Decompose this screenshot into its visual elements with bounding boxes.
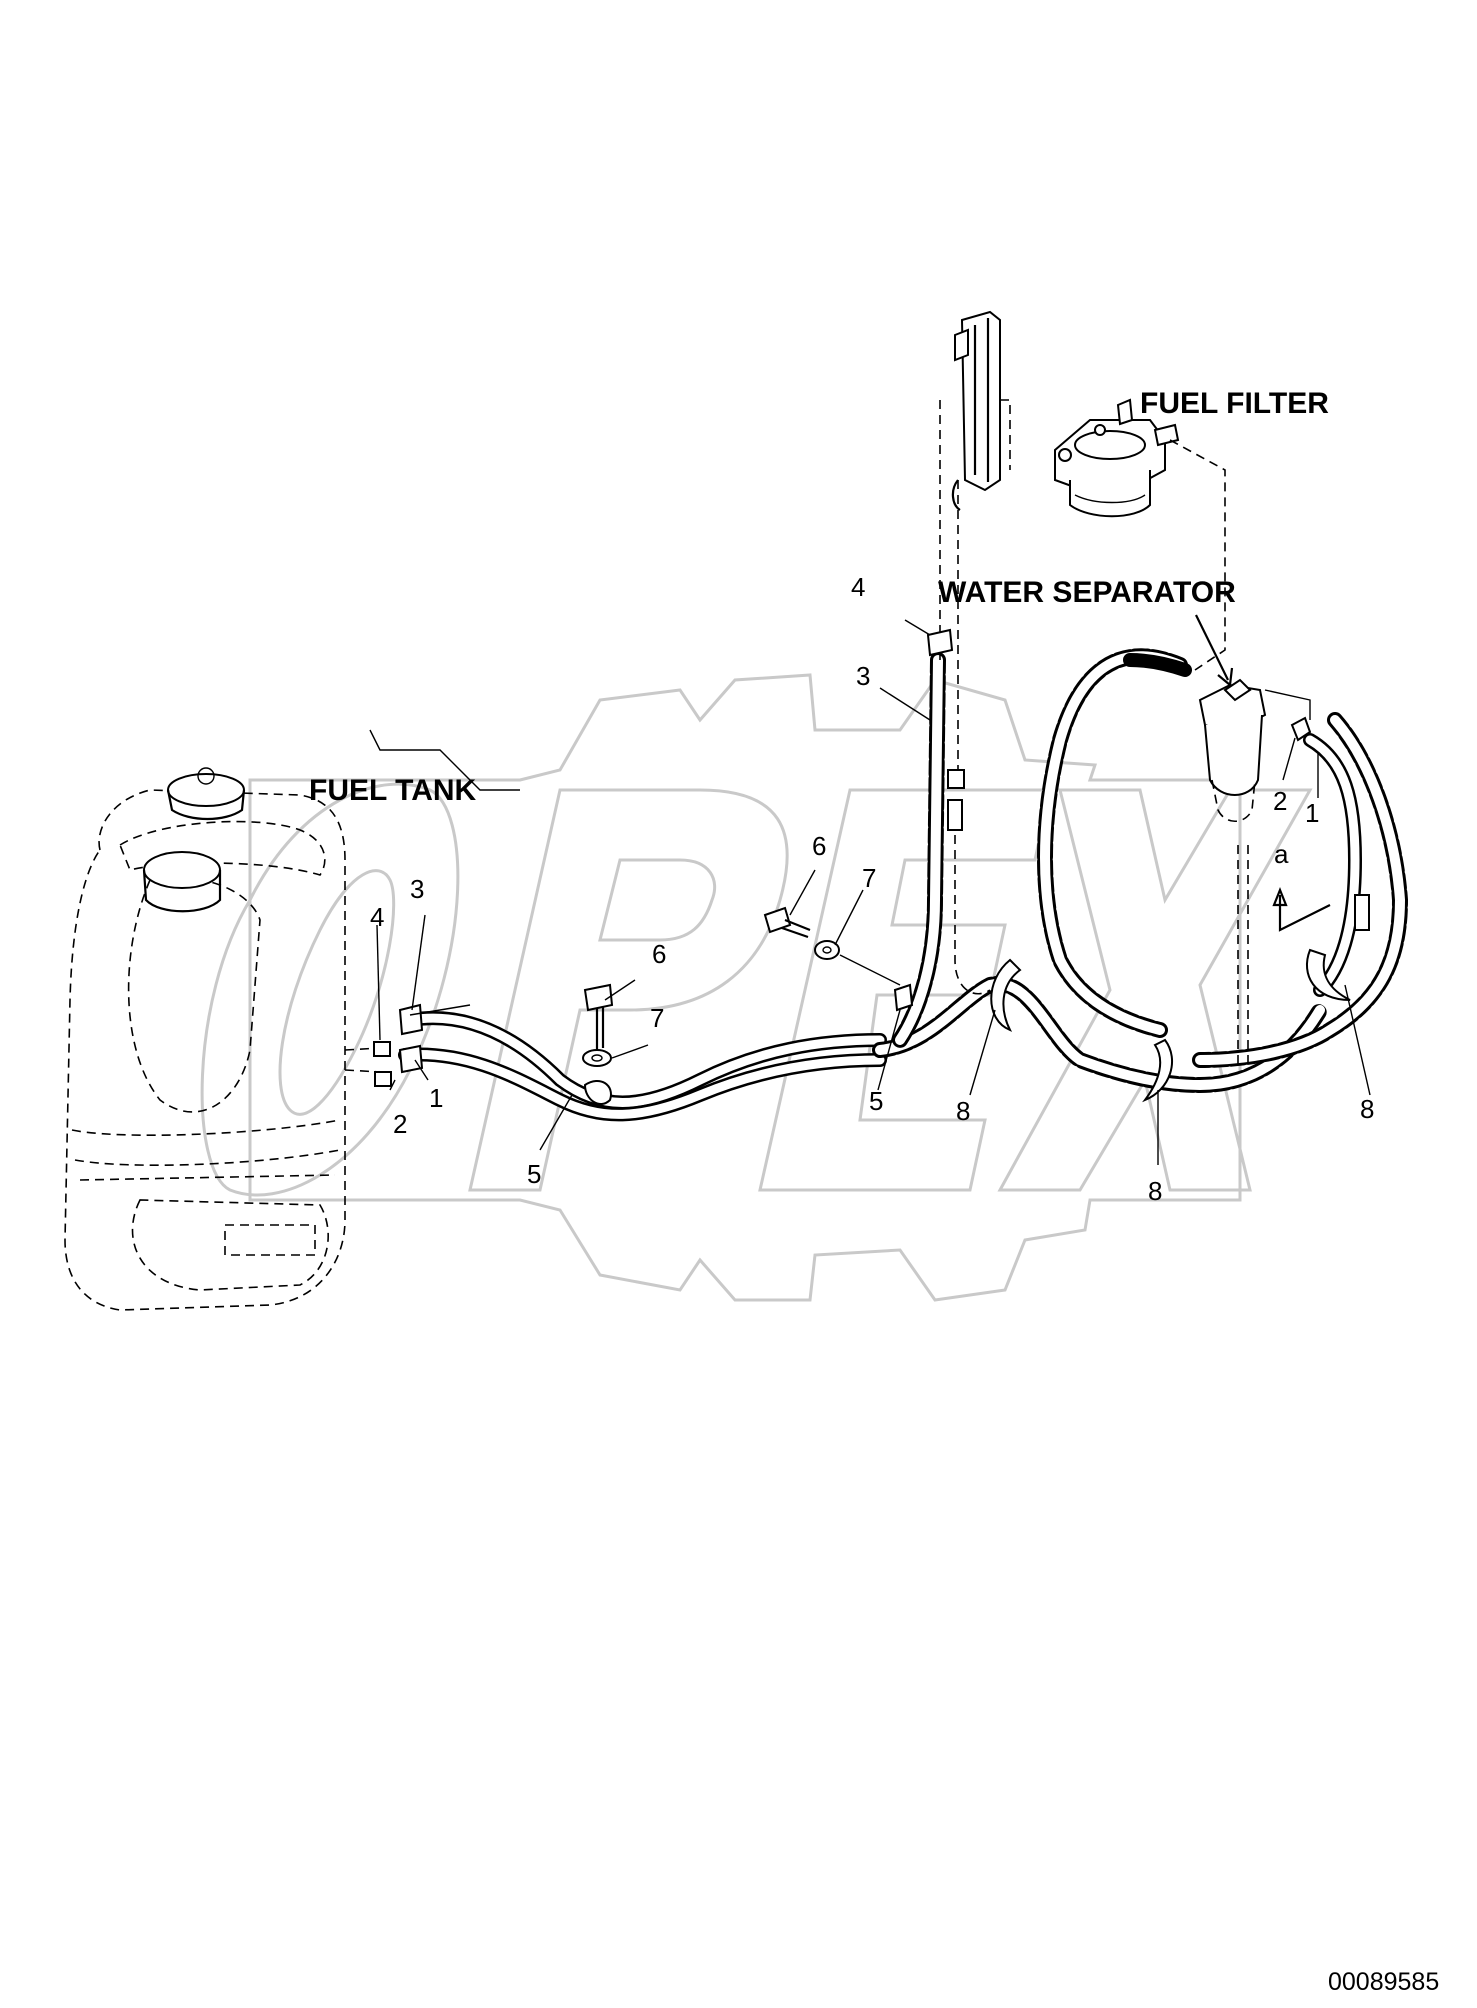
callout-washer-7-right: 7 xyxy=(862,863,876,893)
water-separator-pointer xyxy=(1195,614,1229,681)
label-fuel-filter: FUEL FILTER xyxy=(1140,387,1329,420)
tank-clamp-2-icon xyxy=(374,1071,392,1087)
top-bracket-clip xyxy=(954,328,969,362)
water-separator-lower-phantom xyxy=(1211,779,1256,823)
drain-line-phantom xyxy=(1237,845,1249,1070)
fuel-tank-lower-recess xyxy=(131,1199,329,1291)
callout-tank-2: 2 xyxy=(393,1109,407,1139)
clamp-5-left-icon xyxy=(583,1080,612,1105)
callout-elbow-4-top: 4 xyxy=(851,572,865,602)
grommet-8-a-icon xyxy=(990,958,1022,1032)
fuel-tank xyxy=(64,767,381,1311)
label-fuel-tank: FUEL TANK xyxy=(309,774,477,807)
water-separator-bowl xyxy=(1204,714,1263,796)
leader-lines xyxy=(369,619,1371,1165)
callout-grommet-8-a: 8 xyxy=(956,1096,970,1126)
callout-sep-1: 1 xyxy=(1305,798,1319,828)
fuel-hoses xyxy=(398,480,1409,1122)
fuel-filter-bowl xyxy=(1069,470,1151,518)
water-separator xyxy=(1195,614,1331,1070)
elbow-4-top-icon xyxy=(926,628,954,657)
watermark-letter-o xyxy=(200,782,460,1197)
callout-bolt-6-left: 6 xyxy=(652,939,666,969)
callout-grommet-8-c: 8 xyxy=(1360,1094,1374,1124)
tank-port-lines xyxy=(344,1047,381,1073)
fuel-filter xyxy=(1054,398,1226,671)
hose-sleeve-icon xyxy=(1354,894,1370,931)
fuel-sender-unit-body xyxy=(166,789,246,820)
bolt-6-right-icon xyxy=(763,906,792,934)
top-hose-tail xyxy=(951,479,961,511)
callout-grommet-8-b: 8 xyxy=(1148,1176,1162,1206)
separator-fitting-2-icon xyxy=(1290,716,1312,742)
elbow-fitting-top xyxy=(926,628,954,657)
filler-cap-neck xyxy=(142,869,222,913)
tank-elbow-4-icon xyxy=(373,1041,391,1057)
phantom-line-fitting xyxy=(947,769,965,789)
fuel-tank-label-plate xyxy=(224,1224,316,1256)
callout-tank-3: 3 xyxy=(410,874,424,904)
filler-cap-icon xyxy=(143,851,221,889)
callout-sep-2: 2 xyxy=(1273,786,1287,816)
hose-end-3-icon xyxy=(398,1003,424,1036)
callout-bolt-6-right: 6 xyxy=(812,831,826,861)
hose-separator-inlet xyxy=(1123,653,1192,677)
fuel-tank-outline xyxy=(64,789,346,1311)
clamp-5-mid-icon xyxy=(893,983,914,1012)
view-a-arrow xyxy=(1278,895,1331,932)
fuel-sender-unit-icon xyxy=(167,773,245,807)
return-line-phantom xyxy=(954,480,991,995)
top-bracket xyxy=(960,310,1001,492)
fuel-filter-cover xyxy=(1074,430,1146,460)
callout-clamp-5-mid: 5 xyxy=(869,1086,883,1116)
bolt-6-left-icon xyxy=(583,983,614,1012)
grommet-8-c-icon xyxy=(1305,948,1351,1001)
drawing-number: 00089585 xyxy=(1328,1968,1439,1996)
callout-tank-1: 1 xyxy=(429,1083,443,1113)
hardware xyxy=(373,894,1370,1105)
callout-tank-4: 4 xyxy=(370,902,384,932)
watermark-letter-p xyxy=(468,788,789,1192)
bracket-leader xyxy=(939,399,1011,660)
fuel-tank-side-recess xyxy=(127,876,261,1113)
callout-hose-3-top: 3 xyxy=(856,661,870,691)
fuel-tank-waist xyxy=(71,1119,341,1181)
watermark-gear-outline xyxy=(248,673,1242,1302)
fuel-filter-fitting xyxy=(1116,398,1134,426)
callout-washer-7-left: 7 xyxy=(650,1003,664,1033)
top-bracket-assembly xyxy=(939,310,1011,831)
grommet-8-b-icon xyxy=(1142,1038,1174,1103)
washer-7-right-icon xyxy=(814,940,840,960)
label-view-a: a xyxy=(1274,839,1289,869)
fuel-filter-leader xyxy=(1169,439,1226,671)
washer-7-left-icon xyxy=(582,1049,612,1067)
watermark-logo xyxy=(200,673,1313,1302)
hose-end-1-icon xyxy=(398,1044,424,1074)
label-water-separator: WATER SEPARATOR xyxy=(938,576,1236,609)
callout-clamp-5-left: 5 xyxy=(527,1159,541,1189)
